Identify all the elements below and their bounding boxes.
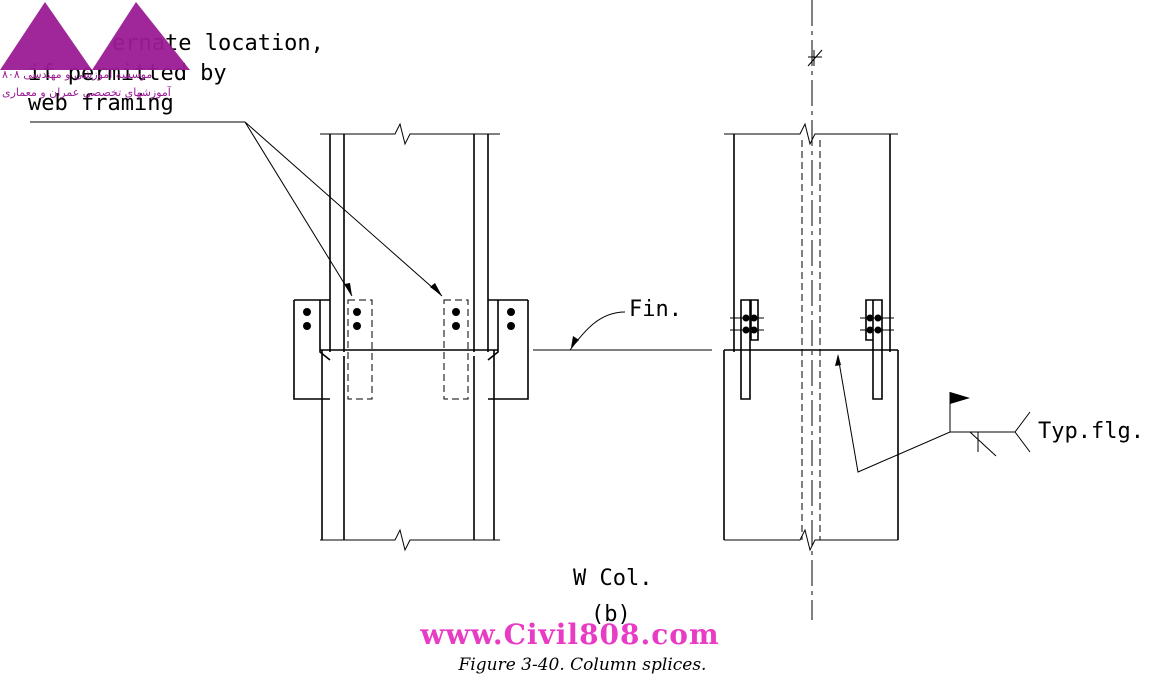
weld-leader: [837, 355, 1015, 473]
upper-column-right-break: [724, 122, 898, 146]
right-splice-view: [723, 0, 1031, 620]
lower-column-right: [723, 349, 899, 540]
left-flange-plate: [740, 299, 759, 400]
fin-label: Fin.: [629, 297, 682, 322]
lower-column-right-break: [724, 528, 898, 552]
upper-column-break-line: [320, 122, 500, 146]
lower-column-break-line: [320, 528, 500, 552]
note-leader-arrowheads: [344, 283, 442, 296]
watermark-url: www.Civil808.com: [420, 618, 720, 651]
right-flange-plate: [865, 299, 883, 400]
left-view-bolts: [303, 308, 515, 330]
lower-column: [321, 350, 495, 540]
web-dashed-lines: [801, 140, 821, 540]
sub-label: (b): [591, 602, 631, 627]
typ-flg-label: Typ.flg.: [1038, 419, 1144, 444]
fin-callout: [533, 311, 712, 351]
w-col-label: W Col.: [573, 566, 652, 591]
right-splice-plate: [488, 299, 529, 400]
figure-caption: Figure 3-40. Column splices.: [458, 655, 707, 675]
centerline-symbol: [807, 49, 823, 67]
note-leader-lines: [30, 121, 443, 297]
upper-column-right: [733, 134, 891, 352]
left-angle: [319, 300, 331, 361]
right-web-plate-dashed: [443, 299, 469, 400]
weld-leader-arrowhead: [835, 354, 841, 366]
weld-symbol: [949, 392, 1031, 457]
right-angle: [487, 300, 499, 361]
left-web-plate-dashed: [347, 299, 373, 400]
logo-text-line-1: موسسه آموزشی و مهندسی ۸۰۸: [2, 68, 153, 81]
note-line-3: web framing: [28, 91, 174, 116]
left-splice-view: [30, 121, 529, 552]
upper-column-left: [329, 134, 489, 352]
watermark-logo: [0, 2, 190, 70]
left-splice-plate: [293, 299, 330, 400]
right-view-bolts: [742, 314, 882, 334]
logo-text-line-2: آموزشهای تخصصی عمران و معماری: [2, 86, 171, 99]
field-weld-flag: [950, 392, 970, 404]
